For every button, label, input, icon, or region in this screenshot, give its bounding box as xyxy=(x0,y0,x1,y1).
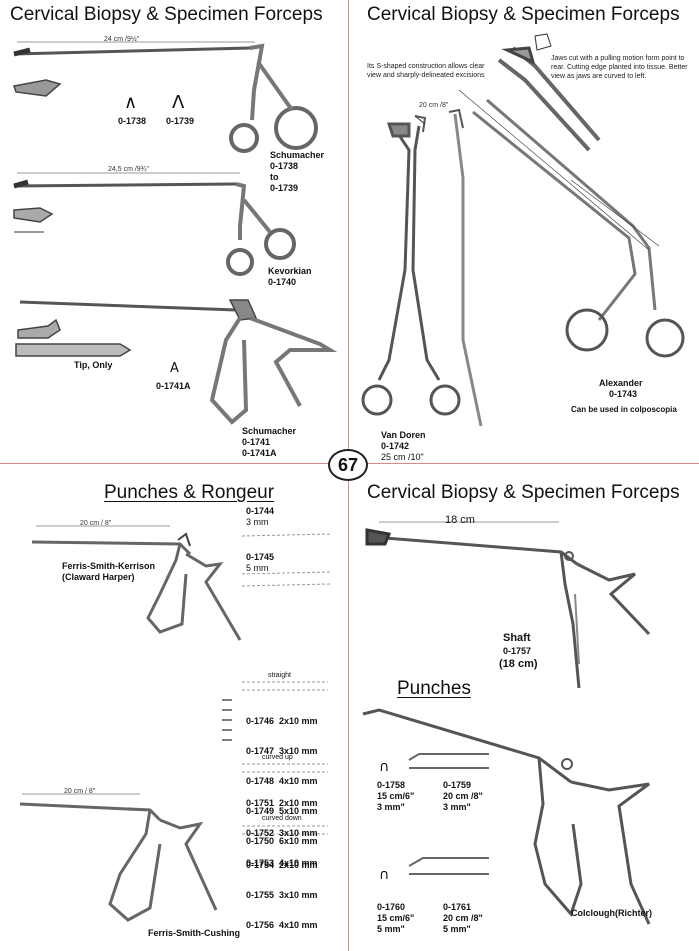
product-name: (Claward Harper) xyxy=(62,572,135,582)
product-size: 3 mm xyxy=(246,517,269,527)
section-title: Cervical Biopsy & Specimen Forceps xyxy=(367,4,680,25)
product-size: 3 mm" xyxy=(443,802,471,812)
product-name: Ferris-Smith-Cushing xyxy=(148,928,241,938)
product-size: 20 cm /8" xyxy=(443,791,483,801)
tip-type-label: straight xyxy=(268,672,291,679)
product-code: to xyxy=(270,172,279,182)
panel-bottom-left: Punches & Rongeur xyxy=(0,464,348,951)
dimension-label: 20 cm / 8" xyxy=(64,788,96,795)
product-size: 5 mm xyxy=(246,563,269,573)
product-code: 0-1742 xyxy=(381,441,410,451)
jaw-symbol-icon: ∧ xyxy=(124,92,138,113)
product-size: (18 cm) xyxy=(499,658,538,670)
product-code: 0-1757 xyxy=(503,646,532,656)
section-title: Cervical Biopsy & Specimen Forceps xyxy=(10,4,323,25)
rongeur-illustrations xyxy=(19,525,331,922)
product-size: 15 cm/6" xyxy=(377,913,415,923)
table-row: 0-1755 3x10 mm xyxy=(246,890,318,900)
product-name: Schumacher xyxy=(242,426,297,436)
section-title: Punches xyxy=(397,678,471,699)
forceps-illustrations-top-left xyxy=(13,41,338,425)
product-size: 5 mm" xyxy=(443,924,471,934)
product-code: 0-1741A xyxy=(242,448,277,458)
table-row: 0-1751 2x10 mm xyxy=(246,798,318,808)
product-code: 0-1761 xyxy=(443,902,472,912)
table-row: 0-1747 3x10 mm xyxy=(246,746,318,756)
size-table: 0-1754 2x10 mm 0-1755 3x10 mm 0-1756 4x1… xyxy=(246,840,318,950)
dimension-label: 18 cm xyxy=(445,514,475,526)
table-row: 0-1752 3x10 mm xyxy=(246,828,318,838)
table-row: 0-1748 4x10 mm xyxy=(246,776,318,786)
jaw-symbol-icon: Λ xyxy=(172,92,185,113)
product-code: 0-1738 xyxy=(270,161,299,171)
product-code: 0-1759 xyxy=(443,780,472,790)
product-code: 0-1738 xyxy=(118,116,147,126)
dimension-label: 24,5 cm /9¾" xyxy=(108,166,150,173)
cup-symbol-icon: ∩ xyxy=(379,867,390,883)
product-size: 5 mm" xyxy=(377,924,405,934)
product-name: Shaft xyxy=(503,632,531,644)
product-size: 25 cm /10" xyxy=(381,452,424,462)
panel-bottom-right: Cervical Biopsy & Specimen Forceps 18 cm… xyxy=(349,464,699,951)
product-name: Alexander xyxy=(599,378,643,388)
section-title: Punches & Rongeur xyxy=(104,482,275,503)
tip-type-label: curved down xyxy=(262,815,302,822)
forceps-illustrations-top-right xyxy=(361,33,685,427)
product-size: 15 cm/6" xyxy=(377,791,415,801)
feature-note: Its S-shaped construction allows clear v… xyxy=(367,63,485,79)
table-row: 0-1746 2x10 mm xyxy=(246,716,318,726)
product-code: 0-1739 xyxy=(166,116,195,126)
product-size: 20 cm /8" xyxy=(443,913,483,923)
product-name: Ferris-Smith-Kerrison xyxy=(62,561,156,571)
product-code: 0-1739 xyxy=(270,183,299,193)
table-row: 0-1754 2x10 mm xyxy=(246,860,318,870)
product-code: 0-1744 xyxy=(246,506,275,516)
panel-top-right: Cervical Biopsy & Specimen Forceps xyxy=(349,0,699,463)
dimension-label: 24 cm /9½" xyxy=(104,36,140,43)
product-code: 0-1743 xyxy=(609,389,638,399)
section-title: Cervical Biopsy & Specimen Forceps xyxy=(367,482,680,503)
product-code: 0-1745 xyxy=(246,552,275,562)
dimension-label: 20 cm / 8" xyxy=(80,520,112,527)
tip-type-label: curved up xyxy=(262,754,293,761)
table-row: 0-1750 6x10 mm xyxy=(246,836,318,846)
size-table: 0-1746 2x10 mm 0-1747 3x10 mm 0-1748 4x1… xyxy=(246,696,318,866)
jaw-symbol-icon: A xyxy=(170,361,179,376)
product-code: 0-1741 xyxy=(242,437,271,447)
feature-note: Jaws cut with a pulling motion form poin… xyxy=(551,55,688,80)
product-code: 0-1741A xyxy=(156,381,191,391)
product-code: 0-1758 xyxy=(377,780,406,790)
forceps-illustrations-bottom-right xyxy=(362,521,651,925)
panel-top-left: Cervical Biopsy & Specimen Forceps xyxy=(0,0,348,463)
product-name: Kevorkian xyxy=(268,266,312,276)
product-name: Schumacher xyxy=(270,150,325,160)
dimension-label: 20 cm /8" xyxy=(419,102,449,109)
product-code: 0-1760 xyxy=(377,902,406,912)
table-row: 0-1756 4x10 mm xyxy=(246,920,318,930)
product-size: 3 mm" xyxy=(377,802,405,812)
table-row: 0-1753 4x10 mm xyxy=(246,858,318,868)
cup-symbol-icon: ∩ xyxy=(379,759,390,775)
caption: Tip, Only xyxy=(74,360,113,370)
product-name: Colclough(Richter) xyxy=(571,908,652,918)
product-code: 0-1740 xyxy=(268,277,297,287)
product-note: Can be used in colposcopia xyxy=(571,405,677,414)
table-row: 0-1749 5x10 mm xyxy=(246,806,318,816)
page-number-badge: 67 xyxy=(328,449,368,481)
size-table: 0-1751 2x10 mm 0-1752 3x10 mm 0-1753 4x1… xyxy=(246,778,318,888)
product-name: Van Doren xyxy=(381,430,426,440)
